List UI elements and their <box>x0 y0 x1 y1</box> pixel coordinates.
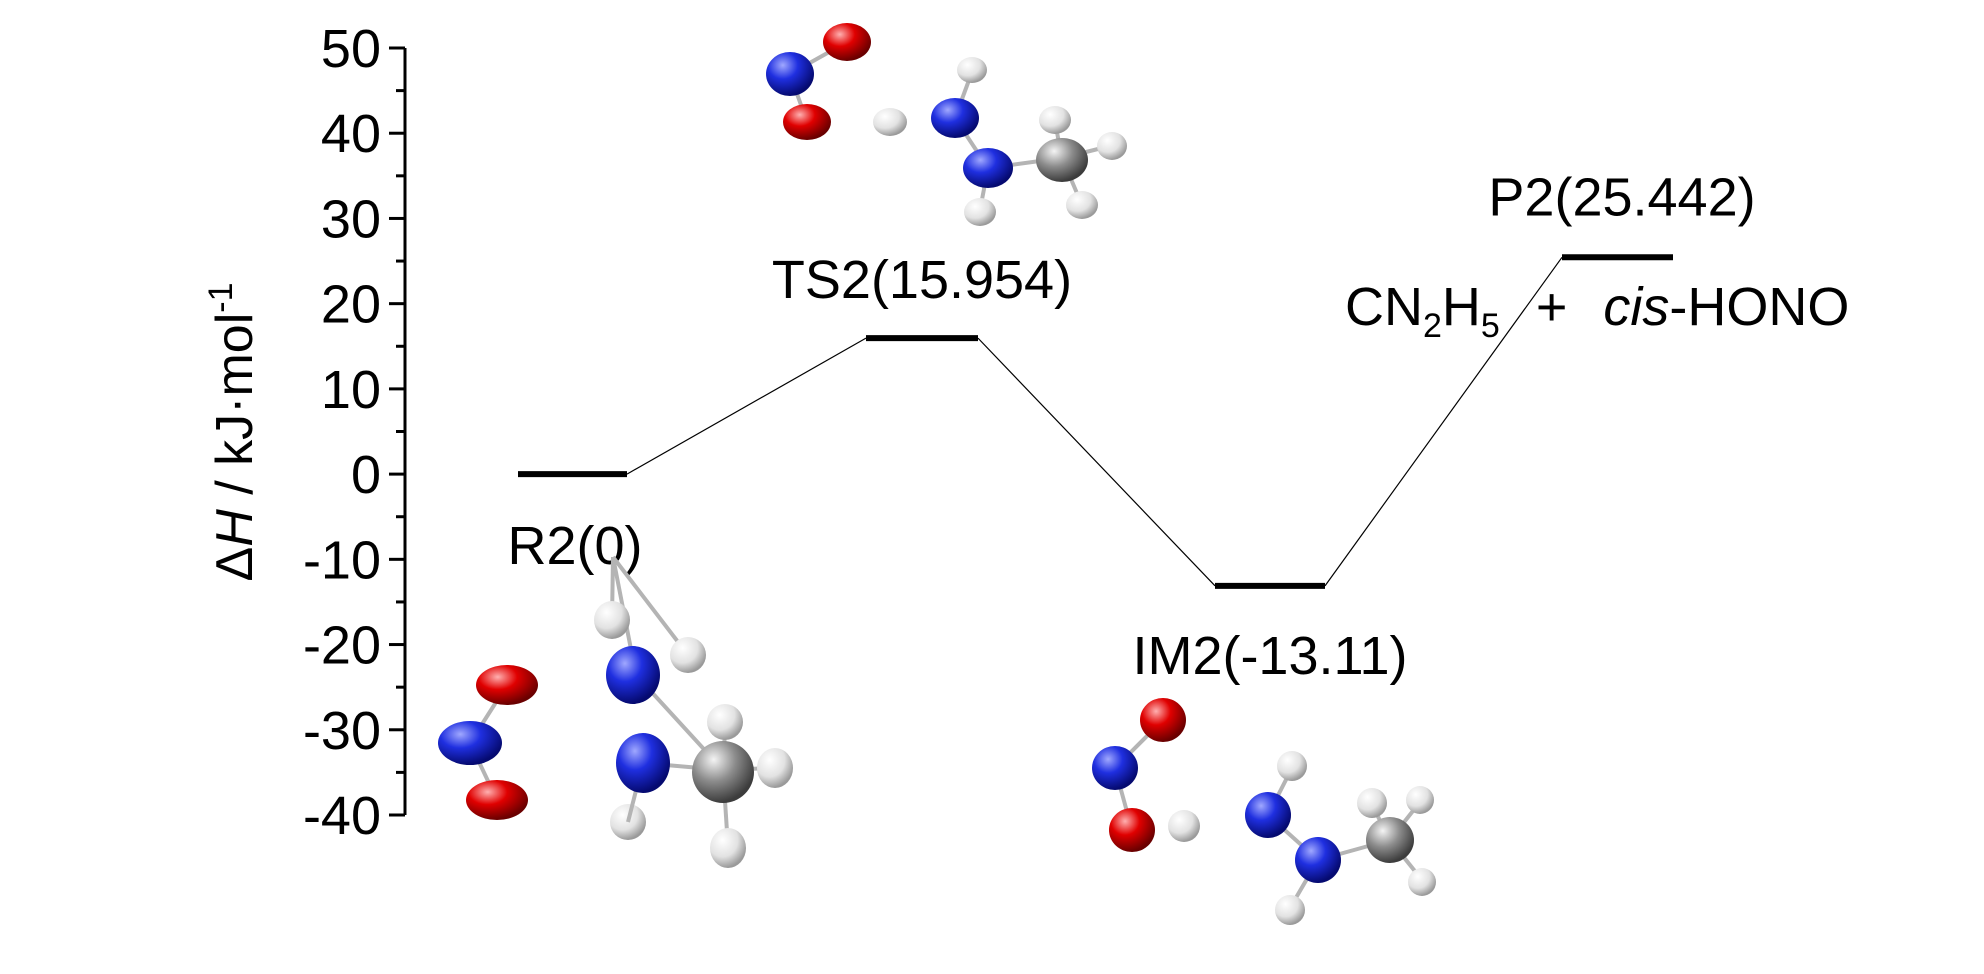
hydrogen-atom <box>707 704 743 740</box>
product-annotation: CN2H5 + cis-HONO <box>1345 277 1849 345</box>
y-axis-label-symbol: H <box>206 509 264 547</box>
hydrogen-atom <box>964 198 996 226</box>
molecule-r2 <box>438 555 793 868</box>
carbon-atom <box>1036 138 1088 182</box>
hydrogen-atom <box>873 108 907 136</box>
product-plus: + <box>1536 277 1568 337</box>
y-tick-label: -30 <box>303 701 381 761</box>
nitrogen-atom <box>931 98 979 138</box>
y-axis-label-exponent: -1 <box>202 283 240 313</box>
hydrogen-atom <box>957 57 987 83</box>
energy-connectors <box>626 256 1563 587</box>
nitrogen-atom <box>616 733 670 793</box>
hydrogen-atom <box>1039 106 1071 134</box>
y-axis-label-unit: / kJ·mol <box>206 313 264 509</box>
molecule-ts2 <box>766 23 1127 226</box>
y-axis-ticks: 50 40 30 20 10 0 -10 -20 -30 -40 <box>303 19 405 846</box>
y-tick-label: -40 <box>303 786 381 846</box>
state-label: P2(25.442) <box>1488 167 1755 227</box>
y-tick-label: 40 <box>321 104 381 164</box>
hydrogen-atom <box>1277 751 1307 781</box>
product-formula-cn: CN <box>1345 277 1423 337</box>
hydrogen-atom <box>710 828 746 868</box>
hydrogen-atom <box>757 748 793 788</box>
nitrogen-atom <box>766 52 814 96</box>
oxygen-atom <box>466 780 528 820</box>
oxygen-atom <box>783 104 831 140</box>
nitrogen-atom <box>963 148 1013 188</box>
hydrogen-atom <box>1408 868 1436 896</box>
hydrogen-atom <box>1275 895 1305 925</box>
hydrogen-atom <box>1357 788 1387 818</box>
oxygen-atom <box>476 665 538 705</box>
energy-connector-line <box>626 337 867 475</box>
state-label: TS2(15.954) <box>772 250 1072 310</box>
product-hono: -HONO <box>1669 277 1849 337</box>
nitrogen-atom <box>1245 792 1291 838</box>
y-tick-label: 10 <box>321 360 381 420</box>
hydrogen-atom <box>594 601 630 639</box>
oxygen-atom <box>1140 698 1186 742</box>
oxygen-atom <box>823 23 871 61</box>
y-tick-label: 30 <box>321 189 381 249</box>
product-cis: cis <box>1603 277 1669 337</box>
hydrogen-atom <box>1066 191 1098 219</box>
hydrogen-atom <box>670 637 706 673</box>
nitrogen-atom <box>438 721 502 765</box>
y-tick-label: -20 <box>303 616 381 676</box>
state-label: IM2(-13.11) <box>1132 626 1407 686</box>
hydrogen-atom <box>1097 132 1127 160</box>
y-tick-label: 50 <box>321 19 381 79</box>
hydrogen-atom <box>1406 786 1434 814</box>
product-formula-sub1: 2 <box>1423 307 1442 345</box>
energy-connector-line <box>977 337 1216 587</box>
y-axis-label-prefix: Δ <box>206 547 264 582</box>
nitrogen-atom <box>606 646 660 704</box>
molecule-im2 <box>1092 698 1436 925</box>
oxygen-atom <box>1109 808 1155 852</box>
y-tick-label: -10 <box>303 530 381 590</box>
state-labels: R2(0)TS2(15.954)IM2(-13.11)P2(25.442) <box>507 167 1755 686</box>
carbon-atom <box>692 741 754 803</box>
nitrogen-atom <box>1295 837 1341 883</box>
y-tick-label: 0 <box>351 445 381 505</box>
product-formula-sub2: 5 <box>1481 307 1500 345</box>
energy-levels <box>518 254 1673 589</box>
product-formula-h: H <box>1442 277 1481 337</box>
hydrogen-atom <box>1168 810 1200 842</box>
energy-connector-line <box>1324 256 1563 587</box>
y-axis-label: ΔH / kJ·mol-1 <box>202 283 264 582</box>
carbon-atom <box>1366 817 1414 863</box>
nitrogen-atom <box>1092 746 1138 790</box>
y-tick-label: 20 <box>321 275 381 335</box>
